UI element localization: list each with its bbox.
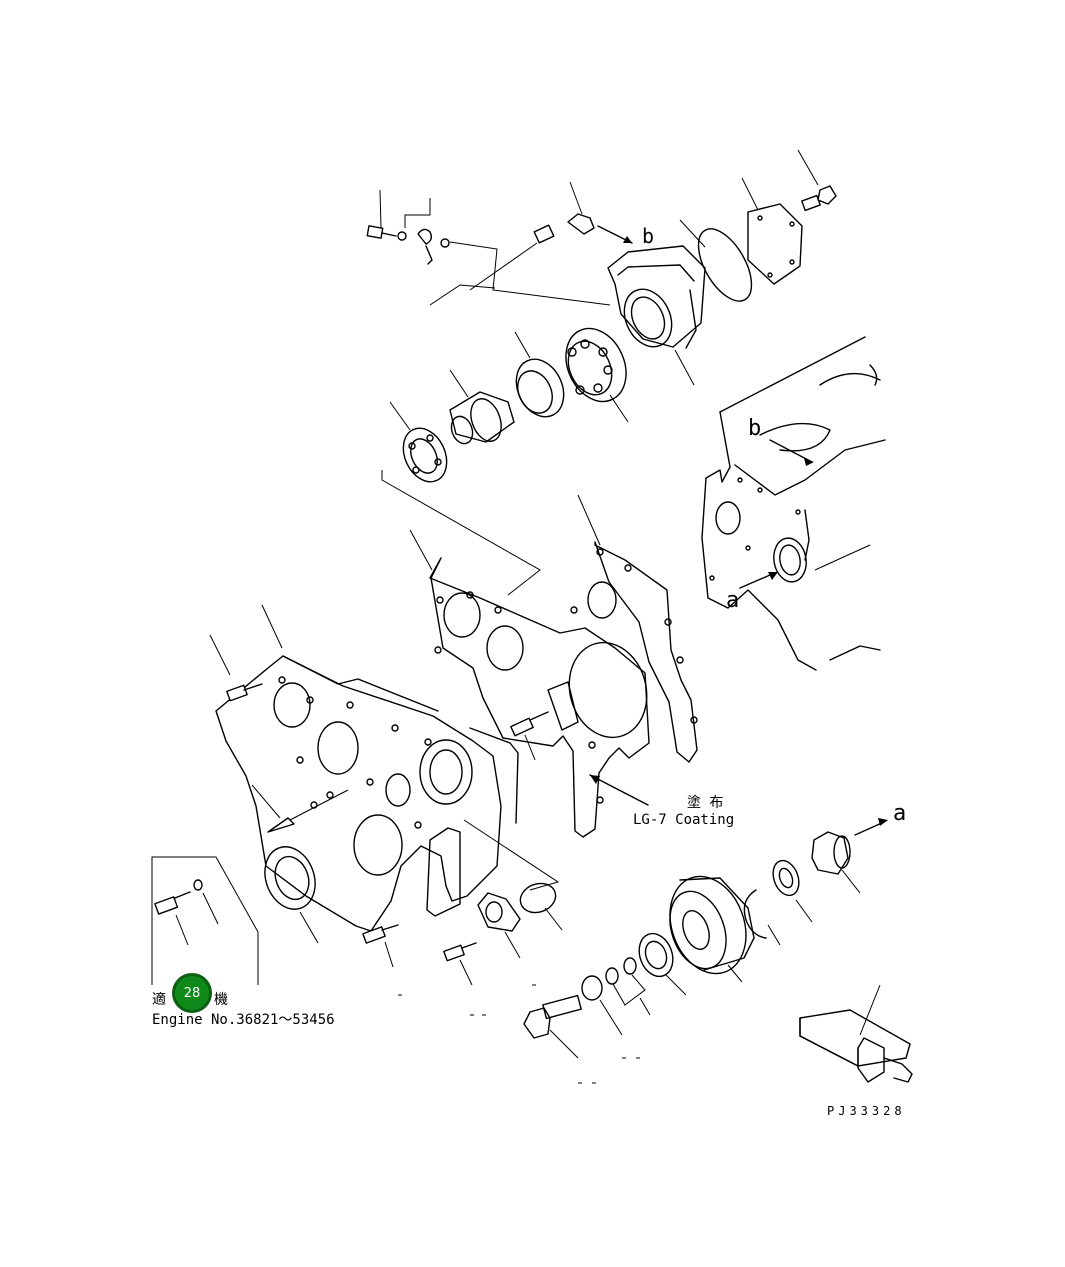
applicability-box (151, 856, 259, 985)
arrow-b-label: b (642, 224, 655, 248)
callout-badge[interactable]: 28 (172, 973, 212, 1013)
coating-label-en: LG-7 Coating (633, 812, 735, 828)
engine-block (701, 336, 886, 671)
bearing-chain (381, 327, 629, 596)
idler-gear-train (523, 818, 888, 1059)
figure-code: PJ33328 (827, 1104, 906, 1118)
installer-tool (799, 984, 913, 1083)
seal-and-plate (264, 846, 563, 986)
arrow-a-label: a (893, 801, 907, 826)
top-fittings (366, 181, 633, 306)
applicability-jp-left: 適 (152, 992, 166, 1008)
gaskets (409, 494, 698, 838)
engine-serial-range: Engine No.36821～53456 (152, 1012, 335, 1028)
applicability-jp-right: 機 (214, 992, 228, 1008)
arrow-b-block-label: b (748, 416, 762, 441)
coating-label-jp: 塗 布 (687, 795, 724, 811)
arrow-a-block-label: a (726, 588, 740, 613)
front-cover (209, 604, 560, 932)
stray-marks (398, 984, 640, 1084)
gear-housing-upper (607, 149, 837, 386)
